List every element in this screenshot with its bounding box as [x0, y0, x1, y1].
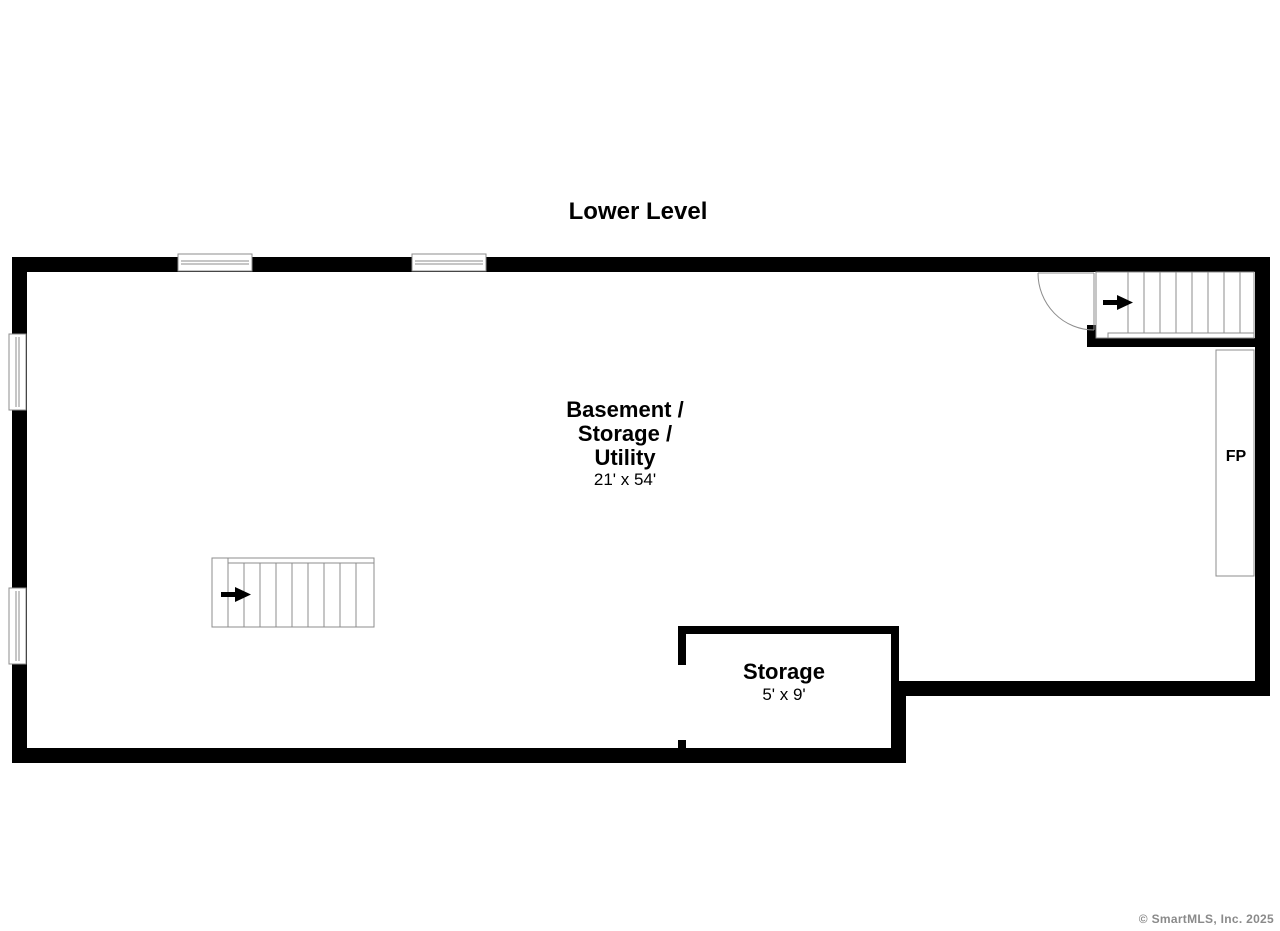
window-left-2 [8, 587, 27, 665]
door-swing [1037, 272, 1095, 331]
arrow-right-icon [221, 587, 251, 602]
fireplace: FP [1215, 349, 1255, 577]
room-dimensions: 21' x 54' [594, 470, 656, 489]
exterior-walls [12, 257, 1270, 763]
room-label-storage: Storage 5' x 9' [743, 659, 825, 704]
room-name-line: Basement / [566, 397, 683, 422]
window-left-1 [8, 333, 27, 411]
storage-walls [678, 626, 899, 750]
window-top-1 [177, 253, 253, 272]
plan-title: Lower Level [569, 198, 708, 225]
window-top-2 [411, 253, 487, 272]
copyright-notice: © SmartMLS, Inc. 2025 [1139, 912, 1274, 926]
stair-enclosure-walls [1087, 325, 1257, 347]
staircase-upper [1095, 271, 1255, 339]
arrow-right-icon [1103, 295, 1133, 310]
room-name-line: Utility [594, 445, 656, 470]
room-name-line: Storage [743, 659, 825, 684]
room-name-line: Storage / [578, 421, 672, 446]
room-label-basement: Basement / Storage / Utility 21' x 54' [566, 397, 683, 489]
room-dimensions: 5' x 9' [762, 685, 805, 704]
fireplace-label: FP [1226, 448, 1247, 465]
